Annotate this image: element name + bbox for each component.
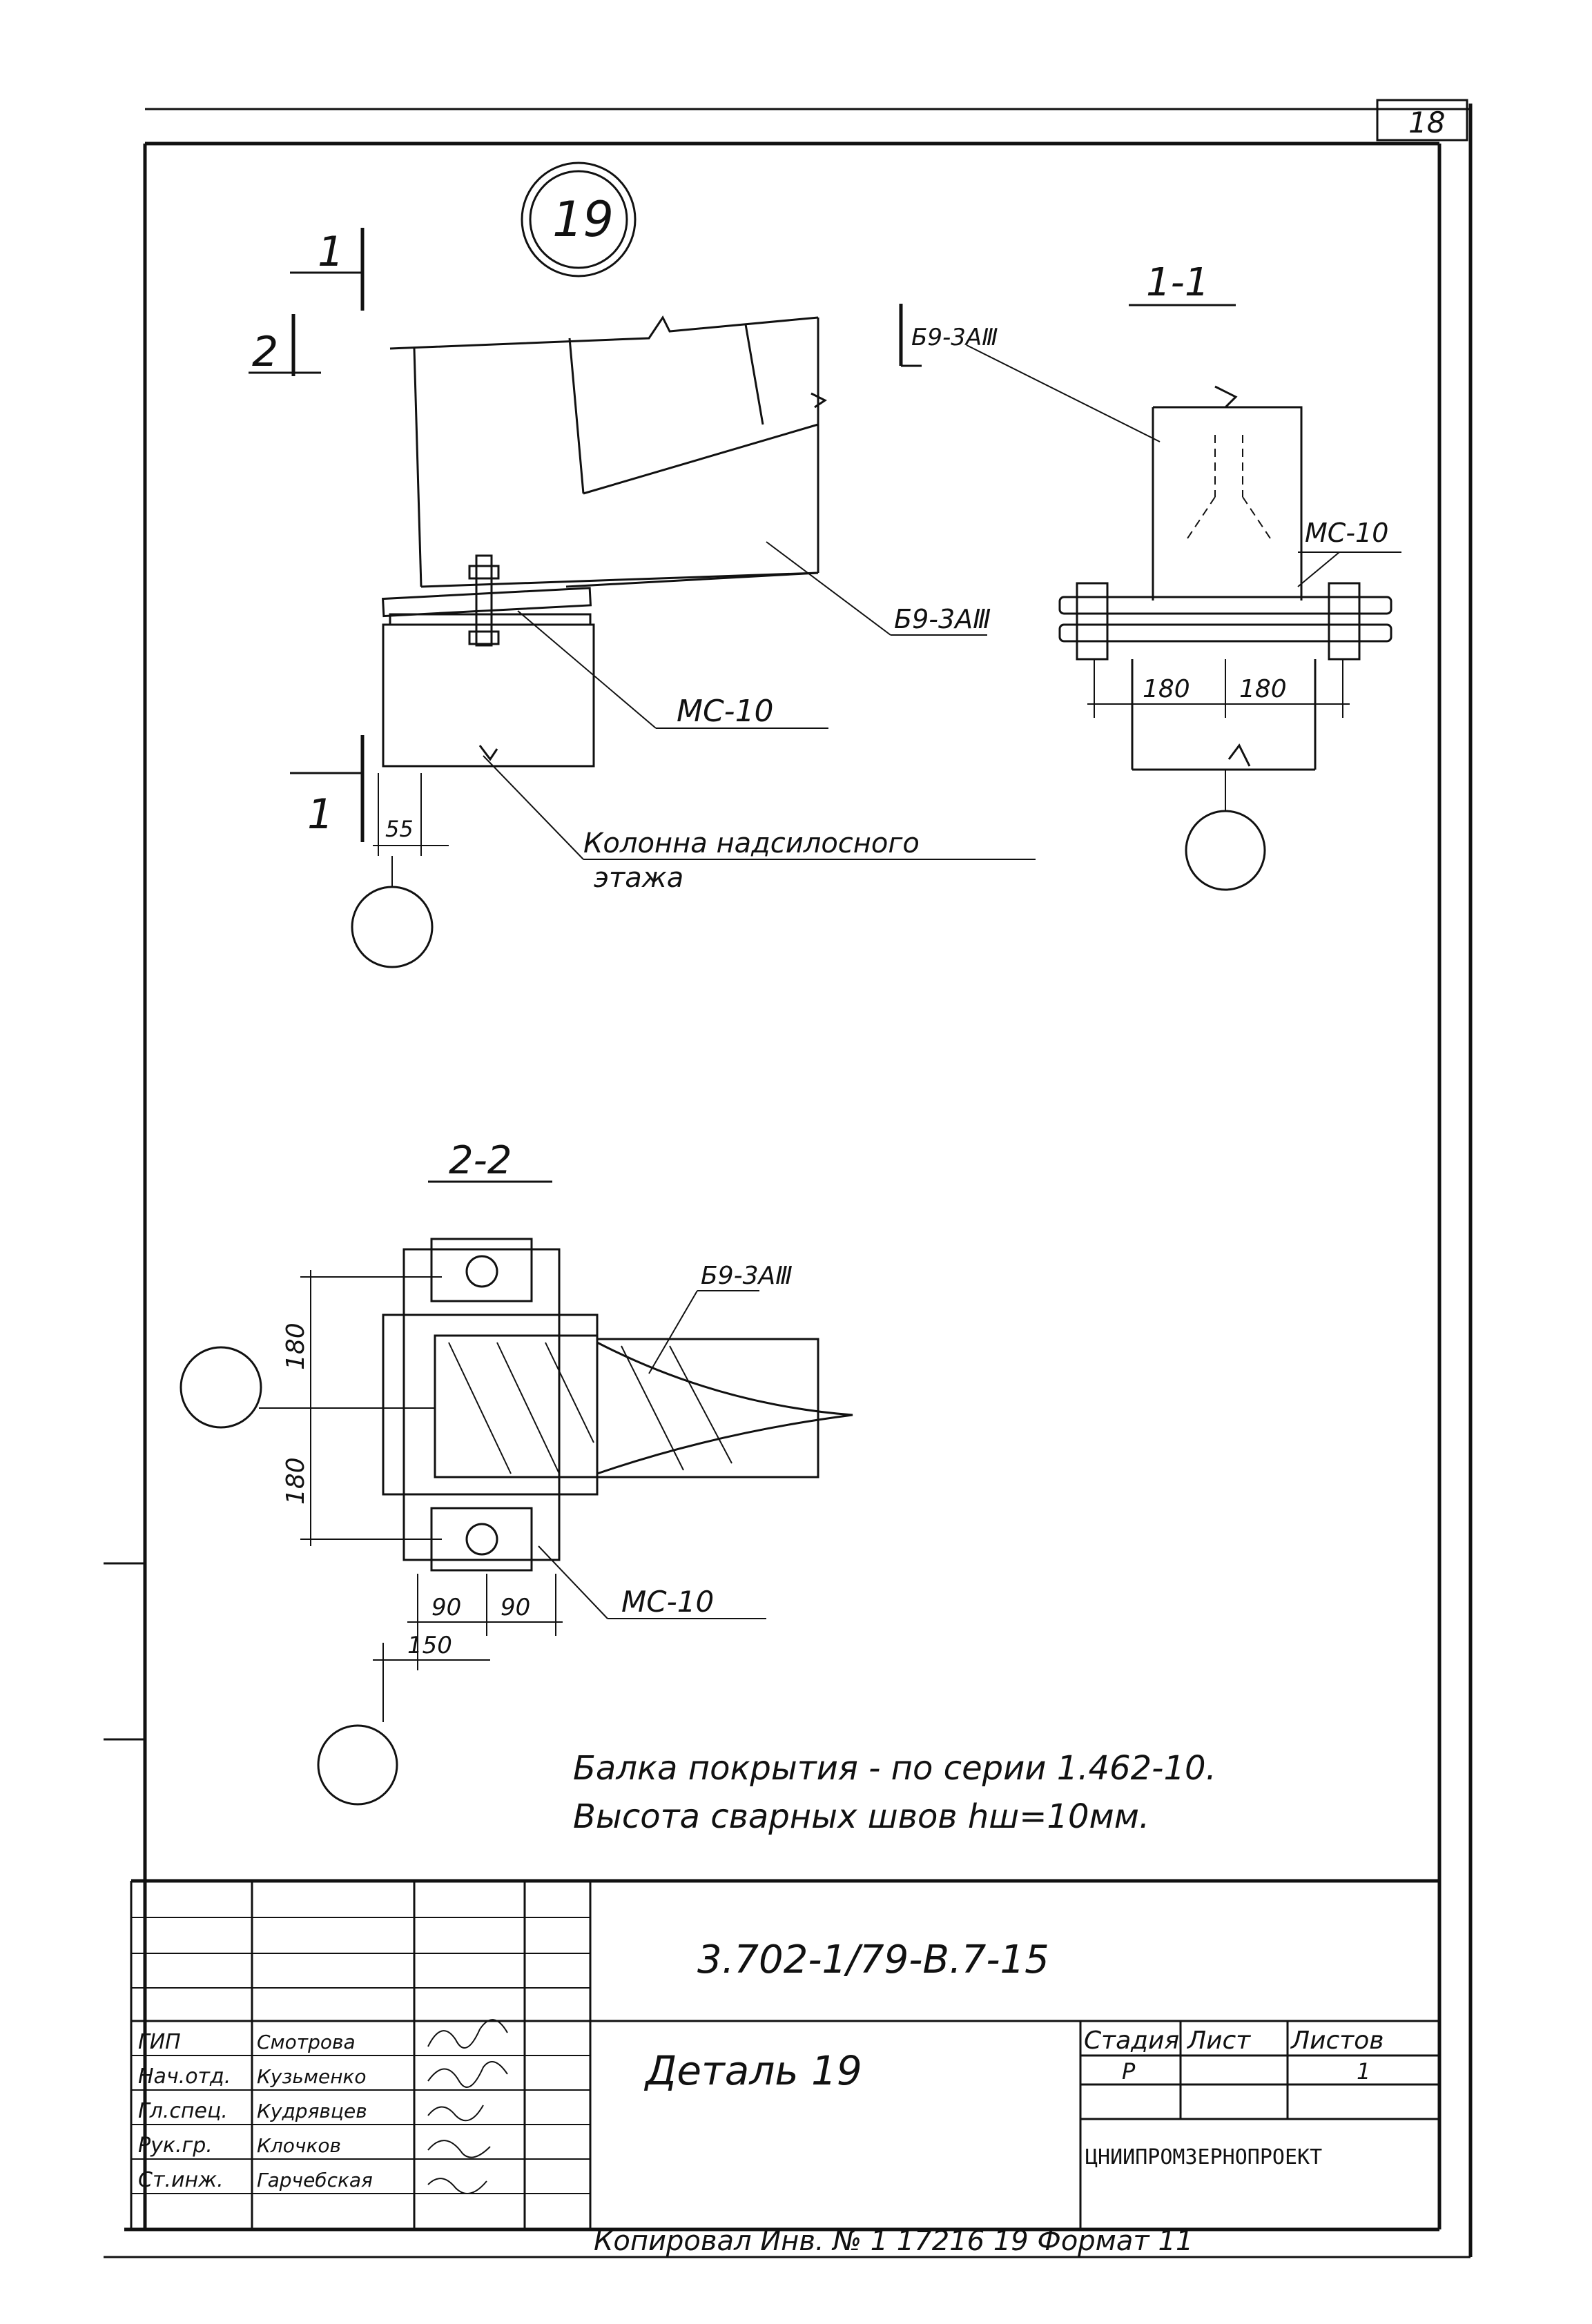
plate-mark-elevation: МС-10 — [677, 694, 774, 729]
beam-mark-2-2: Б9-3АⅢ — [701, 1262, 793, 1290]
dim-180-top: 180 — [282, 1322, 310, 1370]
signature — [427, 2019, 508, 2049]
detail-marker-inner — [529, 170, 628, 269]
name-4: Гарчебская — [257, 2169, 373, 2191]
drawing-title: Деталь 19 — [643, 2047, 862, 2094]
section-1-label: 1 — [318, 228, 344, 276]
sheets-header: Листов — [1290, 2027, 1384, 2055]
role-4: Ст.инж. — [138, 2168, 224, 2192]
note-line-2: Высота сварных швов hш=10мм. — [573, 1797, 1149, 1836]
drawing-code: 3.702-1/79-В.7-15 — [697, 1937, 1049, 1982]
title-block — [130, 1879, 1439, 2229]
name-0: Смотрова — [257, 2031, 356, 2053]
beam-mark-1-1: Б9-3АⅢ — [911, 324, 998, 351]
section-1-1-view — [966, 344, 1401, 891]
role-2: Гл.спец. — [138, 2099, 228, 2123]
dim-180-bottom: 180 — [282, 1457, 310, 1505]
elevation-view — [351, 315, 1036, 968]
dim-150: 150 — [407, 1632, 452, 1659]
signature — [427, 2178, 487, 2194]
name-2: Кудрявцев — [257, 2100, 367, 2122]
dim-180-left: 180 — [1143, 675, 1190, 703]
name-3: Клочков — [257, 2134, 341, 2157]
section-2-2-view — [179, 1238, 853, 1806]
sheet-number: 18 — [1408, 106, 1445, 139]
detail-marker-number: 19 — [552, 191, 614, 248]
beam-mark-elevation: Б9-3АⅢ — [894, 604, 991, 634]
sheets-value: 1 — [1357, 2058, 1370, 2084]
role-1: Нач.отд. — [138, 2064, 231, 2089]
section-2-label: 2 — [252, 328, 278, 376]
signature — [427, 2061, 508, 2088]
plate-mark-2-2: МС-10 — [621, 1585, 714, 1619]
name-1: Кузьменко — [257, 2065, 367, 2088]
role-0: ГИП — [138, 2030, 181, 2054]
section-1-1-title: 1-1 — [1146, 260, 1209, 305]
column-label-line1: Колонна надсилосного — [583, 828, 920, 859]
stage-value: Р — [1122, 2058, 1136, 2084]
dim-55: 55 — [385, 816, 414, 842]
role-3: Рук.гр. — [138, 2133, 213, 2158]
dim-180-right: 180 — [1239, 675, 1287, 703]
note-line-1: Балка покрытия - по серии 1.462-10. — [573, 1749, 1216, 1788]
sheet-number-box — [1376, 99, 1468, 141]
dim-90-right: 90 — [501, 1594, 530, 1621]
footer-stamp: Копировал Инв. № 1 17216 19 Формат 11 — [594, 2225, 1193, 2257]
plate-mark-1-1: МС-10 — [1305, 518, 1388, 548]
signature — [427, 2140, 491, 2158]
organization: ЦНИИПРОМЗЕРНОПРОЕКТ — [1085, 2145, 1322, 2169]
signature — [427, 2105, 484, 2122]
dim-90-left: 90 — [431, 1594, 461, 1621]
column-label-line2: этажа — [594, 862, 683, 894]
detail-marker-outer — [521, 162, 637, 277]
section-2-2-title: 2-2 — [449, 1138, 512, 1183]
section-1-bottom-label: 1 — [307, 790, 333, 839]
stage-header: Стадия — [1084, 2027, 1179, 2055]
sheet-header: Лист — [1186, 2027, 1251, 2055]
